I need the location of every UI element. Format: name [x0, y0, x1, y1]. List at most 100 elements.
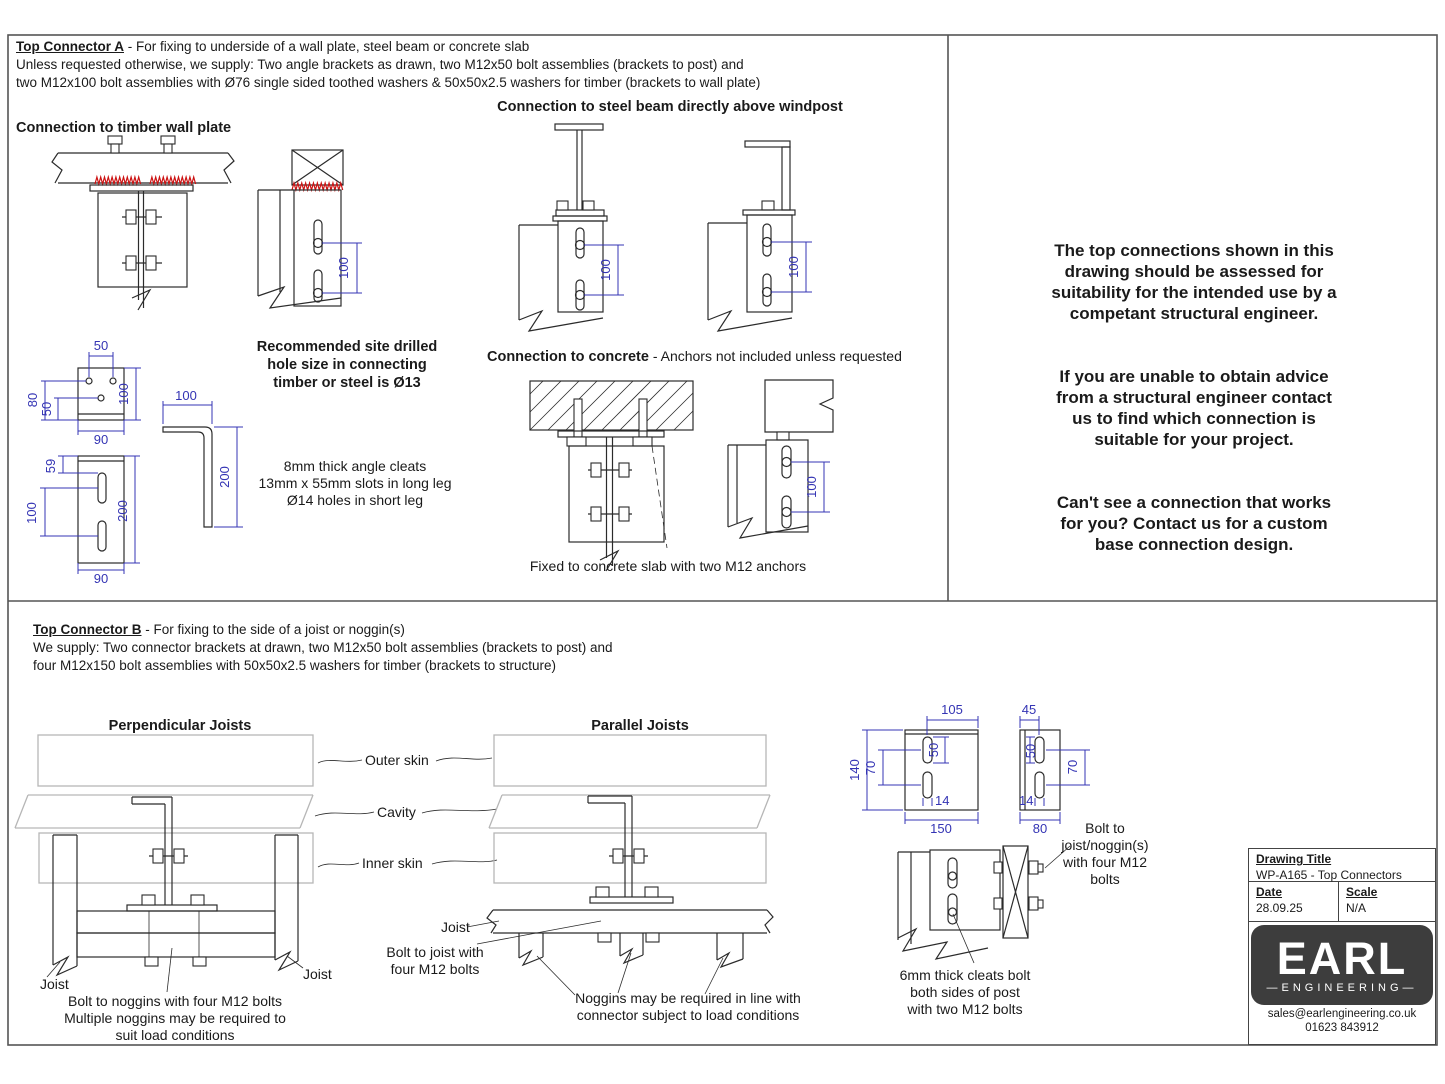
joist-label: Joist — [441, 919, 470, 935]
date-value: 28.09.25 — [1256, 901, 1303, 915]
logo-subtitle: —ENGINEERING— — [1266, 981, 1418, 994]
post-to-noggin-side-view — [897, 845, 1071, 964]
svg-text:90: 90 — [94, 432, 108, 447]
svg-text:100: 100 — [336, 257, 351, 279]
steel-beam-channel-view: 100 — [707, 140, 812, 332]
section-a-desc: - For fixing to underside of a wall plat… — [124, 39, 530, 54]
cavity-break — [488, 794, 771, 829]
concrete-slab-front-view — [529, 380, 694, 572]
cleat-long-leg-plan: 59 100 200 90 — [24, 455, 140, 586]
notes-paragraph-2: If you are unable to obtain advice from … — [1056, 367, 1332, 449]
joist-label: Joist — [40, 976, 69, 992]
inner-skin-label: Inner skin — [362, 855, 423, 871]
scale-cell: Scale N/A — [1339, 882, 1435, 921]
date-cell: Date 28.09.25 — [1249, 882, 1339, 921]
notes-paragraph-1: The top connections shown in this drawin… — [1051, 241, 1337, 323]
section-b-title: Top Connector B — [33, 622, 142, 637]
svg-text:50: 50 — [926, 743, 941, 757]
sheet-border — [7, 34, 1438, 1046]
contact-info: sales@earlengineering.co.uk 01623 843912 — [1249, 1007, 1435, 1035]
toothed-washer — [291, 180, 344, 193]
section-b-desc: - For fixing to the side of a joist or n… — [141, 622, 405, 637]
earl-engineering-logo: EARL —ENGINEERING— — [1251, 925, 1433, 1005]
svg-text:100: 100 — [598, 259, 613, 281]
section-a-title: Top Connector A — [16, 39, 124, 54]
concrete-heading-rest: - Anchors not included unless requested — [648, 348, 902, 364]
concrete-connection-heading: Connection to concrete - Anchors not inc… — [487, 348, 927, 366]
scale-value: N/A — [1346, 901, 1367, 915]
svg-text:200: 200 — [115, 500, 130, 522]
timber-wallplate-side-view: 100 — [257, 149, 362, 309]
cleats-note: 6mm thick cleats bolt both sides of post… — [899, 967, 1031, 1017]
notes-paragraph-3: Can't see a connection that works for yo… — [1056, 493, 1332, 554]
svg-text:80: 80 — [25, 393, 40, 407]
section-a-supply-line2: two M12x100 bolt assemblies with Ø76 sin… — [16, 75, 761, 90]
title-block: Drawing Title WP-A165 - Top Connectors D… — [1248, 848, 1436, 1045]
connector-bracket-long-leg-plan: 105 140 70 50 14 150 — [847, 702, 979, 836]
svg-text:90: 90 — [94, 571, 108, 586]
bolt-to-noggin-note: Bolt to joist/noggin(s) with four M12 bo… — [1061, 820, 1149, 887]
svg-text:14: 14 — [1019, 793, 1033, 808]
drawing-title-value: WP-A165 - Top Connectors — [1256, 868, 1402, 882]
svg-text:80: 80 — [1033, 821, 1047, 836]
cavity-label: Cavity — [377, 804, 416, 820]
cleat-spec-note: 8mm thick angle cleats 13mm x 55mm slots… — [258, 458, 452, 508]
section-b-supply-line1: We supply: Two connector brackets at dra… — [33, 640, 613, 655]
svg-text:45: 45 — [1022, 702, 1036, 717]
timber-connection-heading: Connection to timber wall plate — [16, 120, 232, 136]
svg-text:100: 100 — [786, 256, 801, 278]
contact-email: sales@earlengineering.co.uk — [1267, 1008, 1417, 1020]
svg-text:100: 100 — [116, 383, 131, 405]
svg-text:100: 100 — [804, 476, 819, 498]
cavity-break — [14, 794, 314, 829]
timber-wallplate-front-view — [51, 135, 235, 311]
dimension-100: 100 — [791, 461, 830, 513]
svg-text:70: 70 — [863, 761, 878, 775]
concrete-hatching — [529, 380, 694, 431]
logo-wordmark: EARL — [1276, 932, 1408, 984]
svg-text:50: 50 — [1023, 744, 1038, 758]
bolt-to-joist-note: Bolt to joist with four M12 bolts — [386, 944, 484, 977]
contact-phone: 01623 843912 — [1305, 1022, 1379, 1034]
section-a-header: Top Connector A - For fixing to undersid… — [16, 38, 846, 92]
concrete-heading-bold: Connection to concrete — [487, 349, 649, 365]
steel-connection-heading: Connection to steel beam directly above … — [497, 99, 843, 115]
section-b-header: Top Connector B - For fixing to the side… — [33, 621, 863, 675]
svg-text:50: 50 — [39, 402, 54, 416]
angle-cleat-side-profile: 100 200 — [162, 388, 243, 528]
svg-text:140: 140 — [847, 759, 862, 781]
svg-text:105: 105 — [941, 702, 963, 717]
svg-text:100: 100 — [24, 502, 39, 524]
title-block-meta-row: Date 28.09.25 Scale N/A — [1249, 882, 1435, 922]
perpendicular-caption: Bolt to noggins with four M12 bolts Mult… — [64, 993, 286, 1043]
outer-skin-label: Outer skin — [365, 752, 429, 768]
section-b-supply-line2: four M12x150 bolt assemblies with 50x50x… — [33, 658, 556, 673]
parallel-joists-diagram — [466, 734, 774, 996]
svg-text:200: 200 — [217, 466, 232, 488]
svg-text:100: 100 — [175, 388, 197, 403]
hole-size-note: Recommended site drilled hole size in co… — [256, 339, 438, 391]
toothed-washer — [94, 174, 142, 187]
svg-text:150: 150 — [930, 821, 952, 836]
date-label: Date — [1256, 885, 1283, 899]
title-block-title-row: Drawing Title WP-A165 - Top Connectors — [1249, 849, 1435, 882]
parallel-joists-heading: Parallel Joists — [591, 718, 689, 734]
svg-text:70: 70 — [1065, 760, 1080, 774]
parallel-caption: Noggins may be required in line with con… — [575, 990, 801, 1023]
concrete-slab-side-view: 100 — [727, 379, 834, 539]
engineer-notes-panel: The top connections shown in this drawin… — [955, 219, 1433, 597]
dimension-100: 100 — [322, 242, 362, 294]
perpendicular-joists-heading: Perpendicular Joists — [108, 718, 252, 734]
perpendicular-joists-diagram — [14, 734, 314, 993]
svg-text:50: 50 — [94, 338, 108, 353]
svg-text:14: 14 — [935, 793, 949, 808]
concrete-caption: Fixed to concrete slab with two M12 anch… — [529, 558, 807, 574]
connector-bracket-short-leg-plan: 45 50 70 14 80 — [1019, 702, 1090, 836]
joist-label: Joist — [303, 966, 332, 982]
svg-text:59: 59 — [43, 459, 58, 473]
dimension-100: 100 — [584, 244, 624, 296]
dimension-100: 100 — [771, 241, 812, 293]
drawing-title-label: Drawing Title — [1256, 852, 1332, 866]
